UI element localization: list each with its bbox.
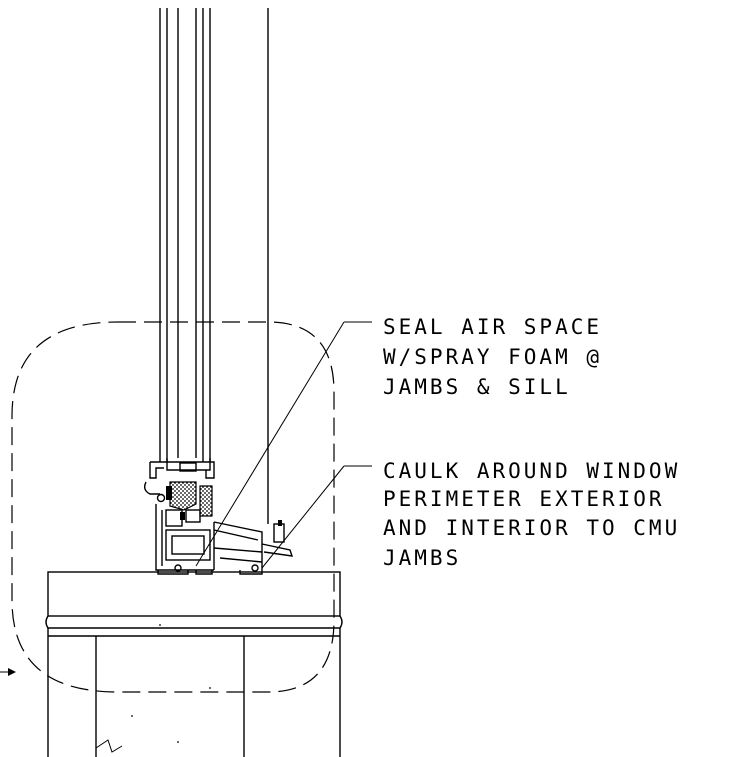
note-line: JAMBS & SILL	[383, 375, 571, 399]
cmu-sill-block	[45, 571, 343, 757]
note-line: CAULK AROUND WINDOW	[383, 459, 680, 483]
leader-seal-air-space	[195, 321, 372, 567]
note-seal-air-space: SEAL AIR SPACE W/SPRAY FOAM @ JAMBS & SI…	[383, 315, 602, 399]
window-sill-frame-profile	[143, 458, 294, 575]
detail-boundary	[11, 321, 335, 693]
leader-caulk	[261, 465, 372, 569]
glazing-unit-lines	[159, 8, 269, 524]
note-line: AND INTERIOR TO CMU	[383, 516, 680, 540]
note-line: PERIMETER EXTERIOR	[383, 487, 665, 511]
note-caulk-around-window: CAULK AROUND WINDOW PERIMETER EXTERIOR A…	[383, 459, 680, 570]
note-line: SEAL AIR SPACE	[383, 315, 602, 339]
note-line: W/SPRAY FOAM @	[383, 345, 602, 369]
left-edge-arrow	[0, 668, 16, 676]
note-line: JAMBS	[383, 546, 461, 570]
